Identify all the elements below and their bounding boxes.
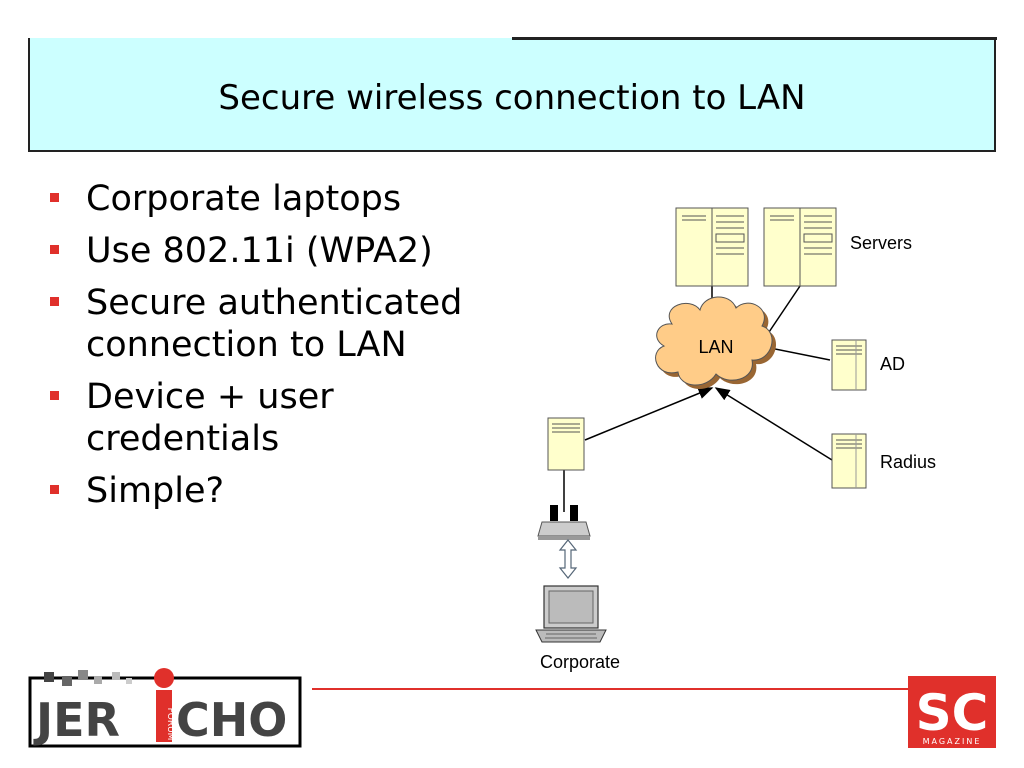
sc-magazine-logo: SC MAGAZINE bbox=[908, 676, 996, 748]
lan-cloud-icon bbox=[655, 296, 777, 390]
radius-label: Radius bbox=[880, 452, 936, 472]
bullet-item: Corporate laptops bbox=[48, 178, 518, 220]
wireless-router-icon bbox=[537, 505, 591, 540]
slide-title: Secure wireless connection to LAN bbox=[218, 78, 806, 118]
jericho-forum-logo: JER CHO FORUM bbox=[28, 668, 302, 748]
svg-text:FORUM: FORUM bbox=[165, 708, 175, 741]
title-box: Secure wireless connection to LAN bbox=[28, 38, 996, 152]
laptop-icon bbox=[535, 585, 607, 643]
link-radius-lan bbox=[714, 387, 833, 461]
servers-label: Servers bbox=[850, 233, 912, 253]
ad-label: AD bbox=[880, 354, 905, 374]
lan-label: LAN bbox=[698, 337, 733, 357]
link-server2-lan bbox=[764, 285, 801, 339]
bullet-square-icon bbox=[50, 391, 59, 400]
bullet-item: Simple? bbox=[48, 470, 518, 512]
link-ap-lan bbox=[584, 387, 714, 441]
wireless-link-arrow-icon bbox=[558, 539, 578, 579]
title-top-border bbox=[512, 37, 997, 40]
footer-divider bbox=[312, 688, 908, 690]
server-icon bbox=[763, 207, 837, 287]
svg-text:MAGAZINE: MAGAZINE bbox=[923, 737, 982, 746]
bullet-item: Secure authenticated connection to LAN bbox=[48, 282, 518, 366]
corporate-label: Corporate bbox=[540, 652, 620, 672]
bullet-list: Corporate laptops Use 802.11i (WPA2) Sec… bbox=[48, 178, 518, 522]
bullet-square-icon bbox=[50, 193, 59, 202]
svg-text:JER: JER bbox=[33, 693, 120, 747]
ad-server-icon bbox=[831, 339, 867, 391]
bullet-square-icon bbox=[50, 297, 59, 306]
bullet-item: Use 802.11i (WPA2) bbox=[48, 230, 518, 272]
svg-text:SC: SC bbox=[916, 684, 989, 742]
svg-text:CHO: CHO bbox=[176, 693, 287, 747]
access-point-server-icon bbox=[547, 417, 585, 471]
bullet-square-icon bbox=[50, 245, 59, 254]
radius-server-icon bbox=[831, 433, 867, 489]
server-icon bbox=[675, 207, 749, 287]
bullet-item: Device + user credentials bbox=[48, 376, 518, 460]
bullet-square-icon bbox=[50, 485, 59, 494]
